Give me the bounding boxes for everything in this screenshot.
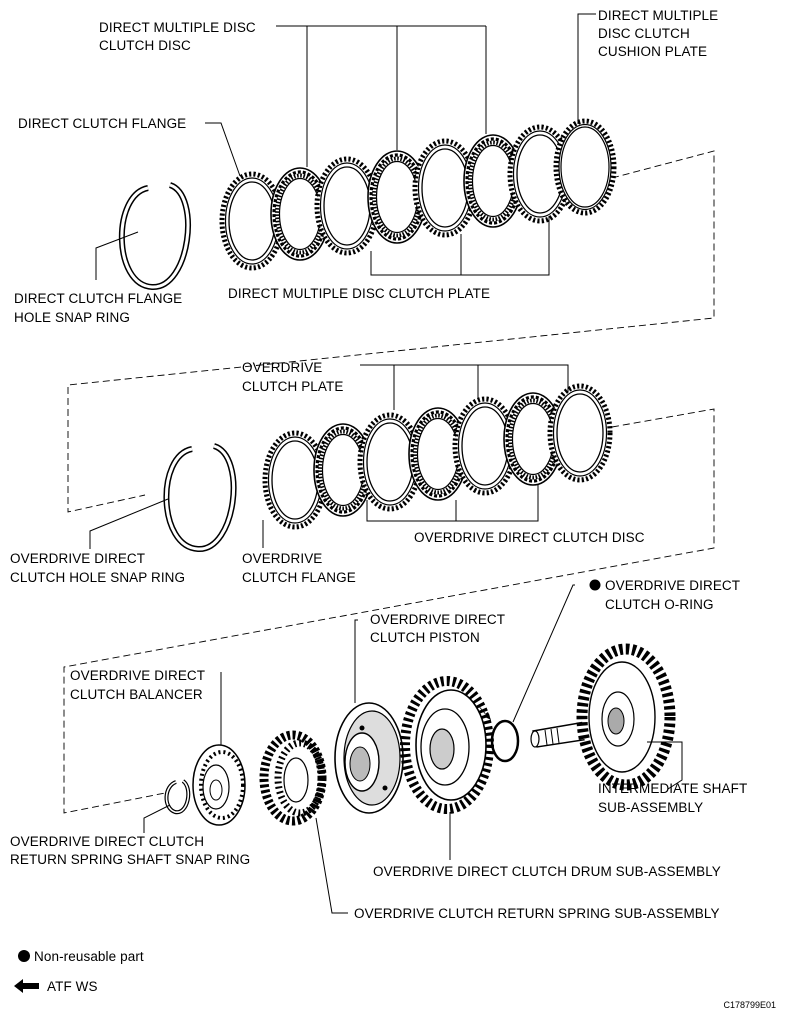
label-overdrive-direct-clutch-disc: OVERDRIVE DIRECT CLUTCH DISC bbox=[414, 530, 645, 545]
overdrive-direct-clutch-drum bbox=[400, 676, 494, 814]
label-overdrive-direct-clutch-piston: OVERDRIVE DIRECT CLUTCH PISTON bbox=[370, 612, 509, 645]
label-overdrive-direct-clutch-balancer: OVERDRIVE DIRECT CLUTCH BALANCER bbox=[70, 668, 209, 702]
label-intermediate-shaft-sub-assembly: INTERMEDIATE SHAFT SUB-ASSEMBLY bbox=[598, 781, 751, 815]
label-overdrive-clutch-return-spring-sub-assembly: OVERDRIVE CLUTCH RETURN SPRING SUB-ASSEM… bbox=[354, 906, 720, 921]
overdrive-direct-clutch-hole-snap-ring bbox=[163, 443, 237, 553]
label-direct-multiple-disc-clutch-plate: DIRECT MULTIPLE DISC CLUTCH PLATE bbox=[228, 286, 490, 301]
direct-clutch-flange-hole-snap-ring bbox=[118, 182, 191, 291]
figure-code: C178799E01 bbox=[723, 1000, 776, 1010]
overdrive-clutch-group bbox=[63, 364, 715, 814]
direct-clutch-group bbox=[67, 13, 715, 513]
legend-atf-ws: ATF WS bbox=[47, 979, 98, 994]
label-direct-multiple-disc-clutch-disc: DIRECT MULTIPLE DISC CLUTCH DISC bbox=[99, 20, 260, 53]
direct-clutch-cushion-plate bbox=[556, 121, 614, 213]
overdrive-direct-clutch-o-ring bbox=[490, 719, 520, 763]
label-direct-clutch-flange-hole-snap-ring: DIRECT CLUTCH FLANGE HOLE SNAP RING bbox=[14, 291, 186, 325]
atf-arrow-icon bbox=[14, 979, 39, 993]
label-overdrive-direct-clutch-o-ring: OVERDRIVE DIRECT CLUTCH O-RING bbox=[605, 578, 744, 612]
atf-apply-arrow bbox=[479, 707, 491, 720]
label-overdrive-direct-clutch-drum-sub-assembly: OVERDRIVE DIRECT CLUTCH DRUM SUB-ASSEMBL… bbox=[373, 864, 721, 879]
guide-line bbox=[67, 150, 715, 513]
overdrive-clutch-plate-3 bbox=[550, 386, 610, 480]
label-overdrive-clutch-flange: OVERDRIVE CLUTCH FLANGE bbox=[242, 551, 356, 585]
legend: Non-reusable part ATF WS bbox=[14, 949, 144, 994]
label-overdrive-clutch-plate: OVERDRIVE CLUTCH PLATE bbox=[242, 360, 343, 394]
overdrive-direct-clutch-piston bbox=[334, 702, 404, 814]
label-overdrive-direct-clutch-hole-snap-ring: OVERDRIVE DIRECT CLUTCH HOLE SNAP RING bbox=[10, 551, 185, 585]
guide-line bbox=[63, 408, 715, 814]
non-reusable-dot-icon bbox=[18, 950, 30, 962]
label-direct-clutch-flange: DIRECT CLUTCH FLANGE bbox=[18, 116, 186, 131]
legend-non-reusable-part: Non-reusable part bbox=[34, 949, 144, 964]
non-reusable-marker bbox=[589, 579, 601, 591]
overdrive-direct-clutch-balancer bbox=[192, 744, 246, 826]
callout-labels: DIRECT MULTIPLE DISC CLUTCH DISC DIRECT … bbox=[10, 8, 751, 921]
label-direct-multiple-disc-clutch-cushion-plate: DIRECT MULTIPLE DISC CLUTCH CUSHION PLAT… bbox=[598, 8, 722, 59]
label-return-spring-shaft-snap-ring: OVERDRIVE DIRECT CLUTCH RETURN SPRING SH… bbox=[10, 834, 250, 867]
return-spring-shaft-snap-ring bbox=[164, 779, 191, 815]
overdrive-clutch-return-spring bbox=[259, 730, 327, 826]
intermediate-shaft bbox=[530, 643, 676, 791]
drum-assembly-group bbox=[143, 584, 683, 914]
